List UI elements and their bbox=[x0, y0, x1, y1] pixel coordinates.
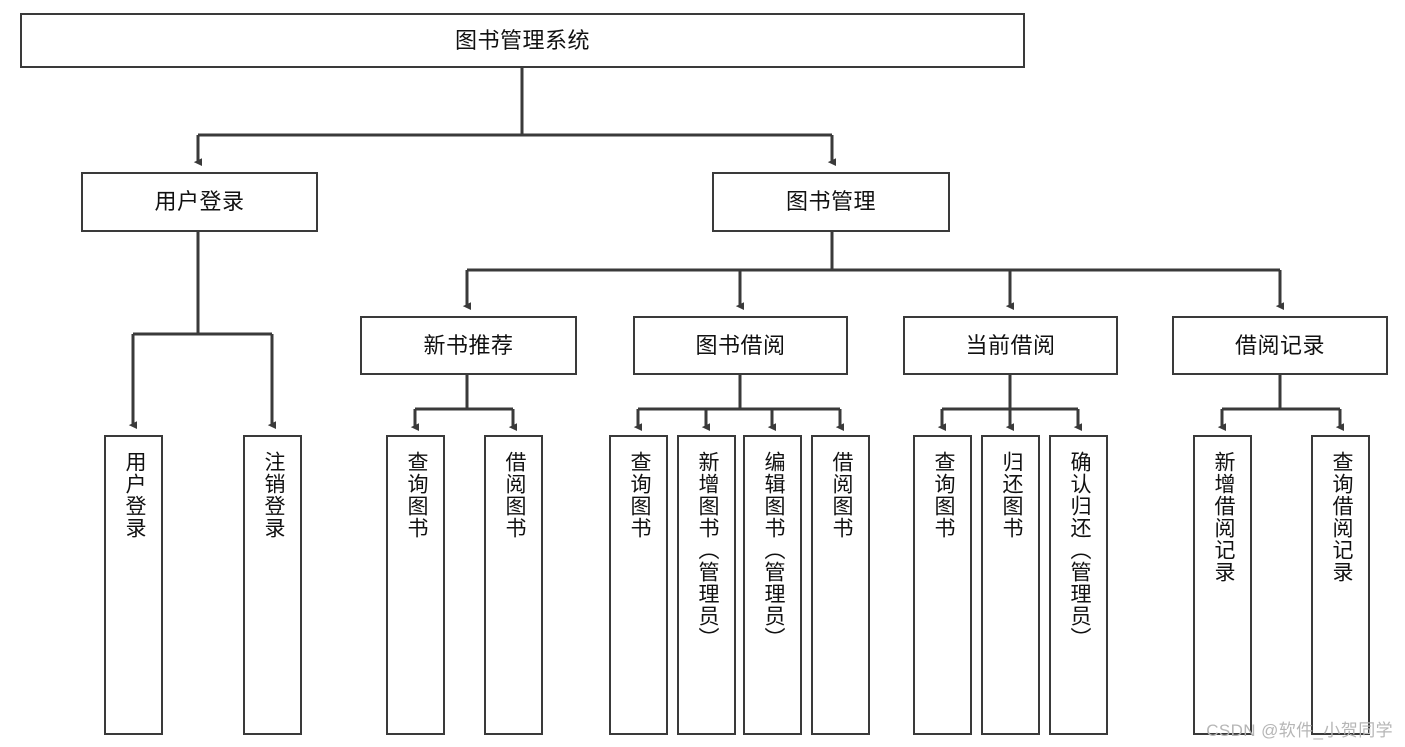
node-book-borrow-label: 图书借阅 bbox=[695, 332, 786, 358]
leaf-book-borrow-edit-label: 编辑图书（管理员） bbox=[761, 451, 785, 649]
leaf-user-login-signout-label: 注销登录 bbox=[261, 451, 285, 539]
leaf-borrow-record-add[interactable]: 新增借阅记录 bbox=[1193, 435, 1252, 735]
leaf-new-book-query-label: 查询图书 bbox=[404, 451, 428, 539]
leaf-borrow-record-query[interactable]: 查询借阅记录 bbox=[1311, 435, 1370, 735]
leaf-user-login-signin[interactable]: 用户登录 bbox=[104, 435, 163, 735]
leaf-user-login-signout[interactable]: 注销登录 bbox=[243, 435, 302, 735]
leaf-user-login-signin-label: 用户登录 bbox=[122, 451, 146, 539]
node-borrow-record[interactable]: 借阅记录 bbox=[1172, 316, 1388, 375]
leaf-current-borrow-return[interactable]: 归还图书 bbox=[981, 435, 1040, 735]
leaf-book-borrow-query[interactable]: 查询图书 bbox=[609, 435, 668, 735]
node-current-borrow-label: 当前借阅 bbox=[965, 332, 1056, 358]
leaf-current-borrow-confirm-return[interactable]: 确认归还（管理员） bbox=[1049, 435, 1108, 735]
node-borrow-record-label: 借阅记录 bbox=[1234, 332, 1325, 358]
leaf-new-book-query[interactable]: 查询图书 bbox=[386, 435, 445, 735]
node-new-book-recommend-label: 新书推荐 bbox=[423, 332, 514, 358]
leaf-book-borrow-borrow[interactable]: 借阅图书 bbox=[811, 435, 870, 735]
leaf-current-borrow-query-label: 查询图书 bbox=[931, 451, 955, 539]
leaf-book-borrow-edit[interactable]: 编辑图书（管理员） bbox=[743, 435, 802, 735]
node-user-login[interactable]: 用户登录 bbox=[81, 172, 318, 232]
leaf-new-book-borrow-label: 借阅图书 bbox=[502, 451, 526, 539]
node-book-management[interactable]: 图书管理 bbox=[712, 172, 950, 232]
node-user-login-label: 用户登录 bbox=[154, 189, 245, 215]
node-root-system-label: 图书管理系统 bbox=[454, 27, 590, 53]
csdn-watermark: CSDN @软件_小贺同学 bbox=[1206, 721, 1393, 740]
leaf-new-book-borrow[interactable]: 借阅图书 bbox=[484, 435, 543, 735]
leaf-book-borrow-add[interactable]: 新增图书（管理员） bbox=[677, 435, 736, 735]
leaf-borrow-record-add-label: 新增借阅记录 bbox=[1211, 451, 1235, 583]
leaf-book-borrow-borrow-label: 借阅图书 bbox=[829, 451, 853, 539]
leaf-current-borrow-return-label: 归还图书 bbox=[999, 451, 1023, 539]
leaf-current-borrow-query[interactable]: 查询图书 bbox=[913, 435, 972, 735]
node-root-system[interactable]: 图书管理系统 bbox=[20, 13, 1025, 68]
leaf-borrow-record-query-label: 查询借阅记录 bbox=[1329, 451, 1353, 583]
node-book-management-label: 图书管理 bbox=[785, 189, 876, 215]
leaf-current-borrow-confirm-return-label: 确认归还（管理员） bbox=[1067, 451, 1091, 649]
node-new-book-recommend[interactable]: 新书推荐 bbox=[360, 316, 577, 375]
node-book-borrow[interactable]: 图书借阅 bbox=[633, 316, 848, 375]
leaf-book-borrow-query-label: 查询图书 bbox=[627, 451, 651, 539]
leaf-book-borrow-add-label: 新增图书（管理员） bbox=[695, 451, 719, 649]
node-current-borrow[interactable]: 当前借阅 bbox=[903, 316, 1118, 375]
